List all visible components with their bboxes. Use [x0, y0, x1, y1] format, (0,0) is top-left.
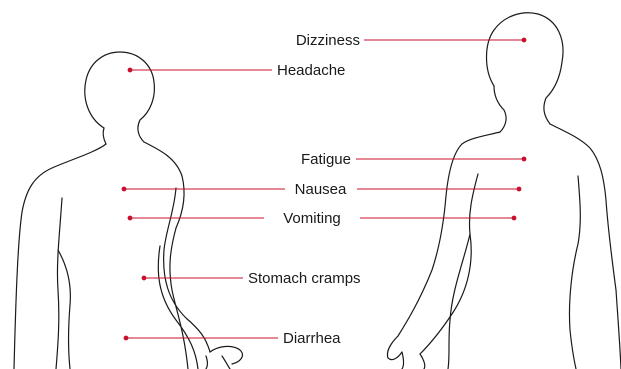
diarrhea-marker-dot: [124, 336, 129, 341]
symptom-nausea: Nausea: [122, 181, 522, 198]
headache-label: Headache: [277, 62, 345, 79]
male-left-shoulder-outline: [398, 132, 500, 336]
symptom-headache: Headache: [128, 62, 346, 79]
symptom-fatigue: Fatigue: [301, 151, 526, 168]
male-head-outline: [487, 13, 564, 124]
nausea-left-marker-dot: [122, 187, 127, 192]
female-left-waist-outline: [58, 250, 70, 369]
symptom-diarrhea: Diarrhea: [124, 330, 342, 347]
fatigue-label: Fatigue: [301, 151, 351, 168]
male-left-hand-outline: [387, 336, 424, 369]
female-right-arm-outline: [164, 188, 210, 352]
female-left-shoulder-outline: [14, 144, 106, 369]
symptom-vomiting: Vomiting: [128, 210, 517, 227]
male-face-outline: [494, 86, 506, 132]
male-right-arm-inner-outline: [569, 176, 580, 369]
female-head-outline: [85, 52, 155, 142]
symptom-stomach-cramps: Stomach cramps: [142, 270, 361, 287]
female-hair-outline: [103, 128, 106, 144]
female-right-shoulder-outline: [144, 142, 184, 228]
vomiting-left-marker-dot: [128, 216, 133, 221]
dizziness-marker-dot: [522, 38, 527, 43]
vomiting-label: Vomiting: [283, 210, 341, 227]
male-right-shoulder-outline: [550, 124, 621, 369]
diarrhea-label: Diarrhea: [283, 330, 341, 347]
headache-marker-dot: [128, 68, 133, 73]
stomach-cramps-marker-dot: [142, 276, 147, 281]
male-figure-outline: [387, 13, 621, 369]
stomach-cramps-label: Stomach cramps: [248, 270, 361, 287]
female-figure-outline: [14, 52, 242, 369]
female-right-hand-outline: [206, 346, 242, 369]
female-left-arm-outline: [56, 198, 62, 369]
dizziness-label: Dizziness: [296, 32, 360, 49]
nausea-right-marker-dot: [517, 187, 522, 192]
vomiting-right-marker-dot: [512, 216, 517, 221]
nausea-label: Nausea: [295, 181, 347, 198]
fatigue-marker-dot: [522, 157, 527, 162]
